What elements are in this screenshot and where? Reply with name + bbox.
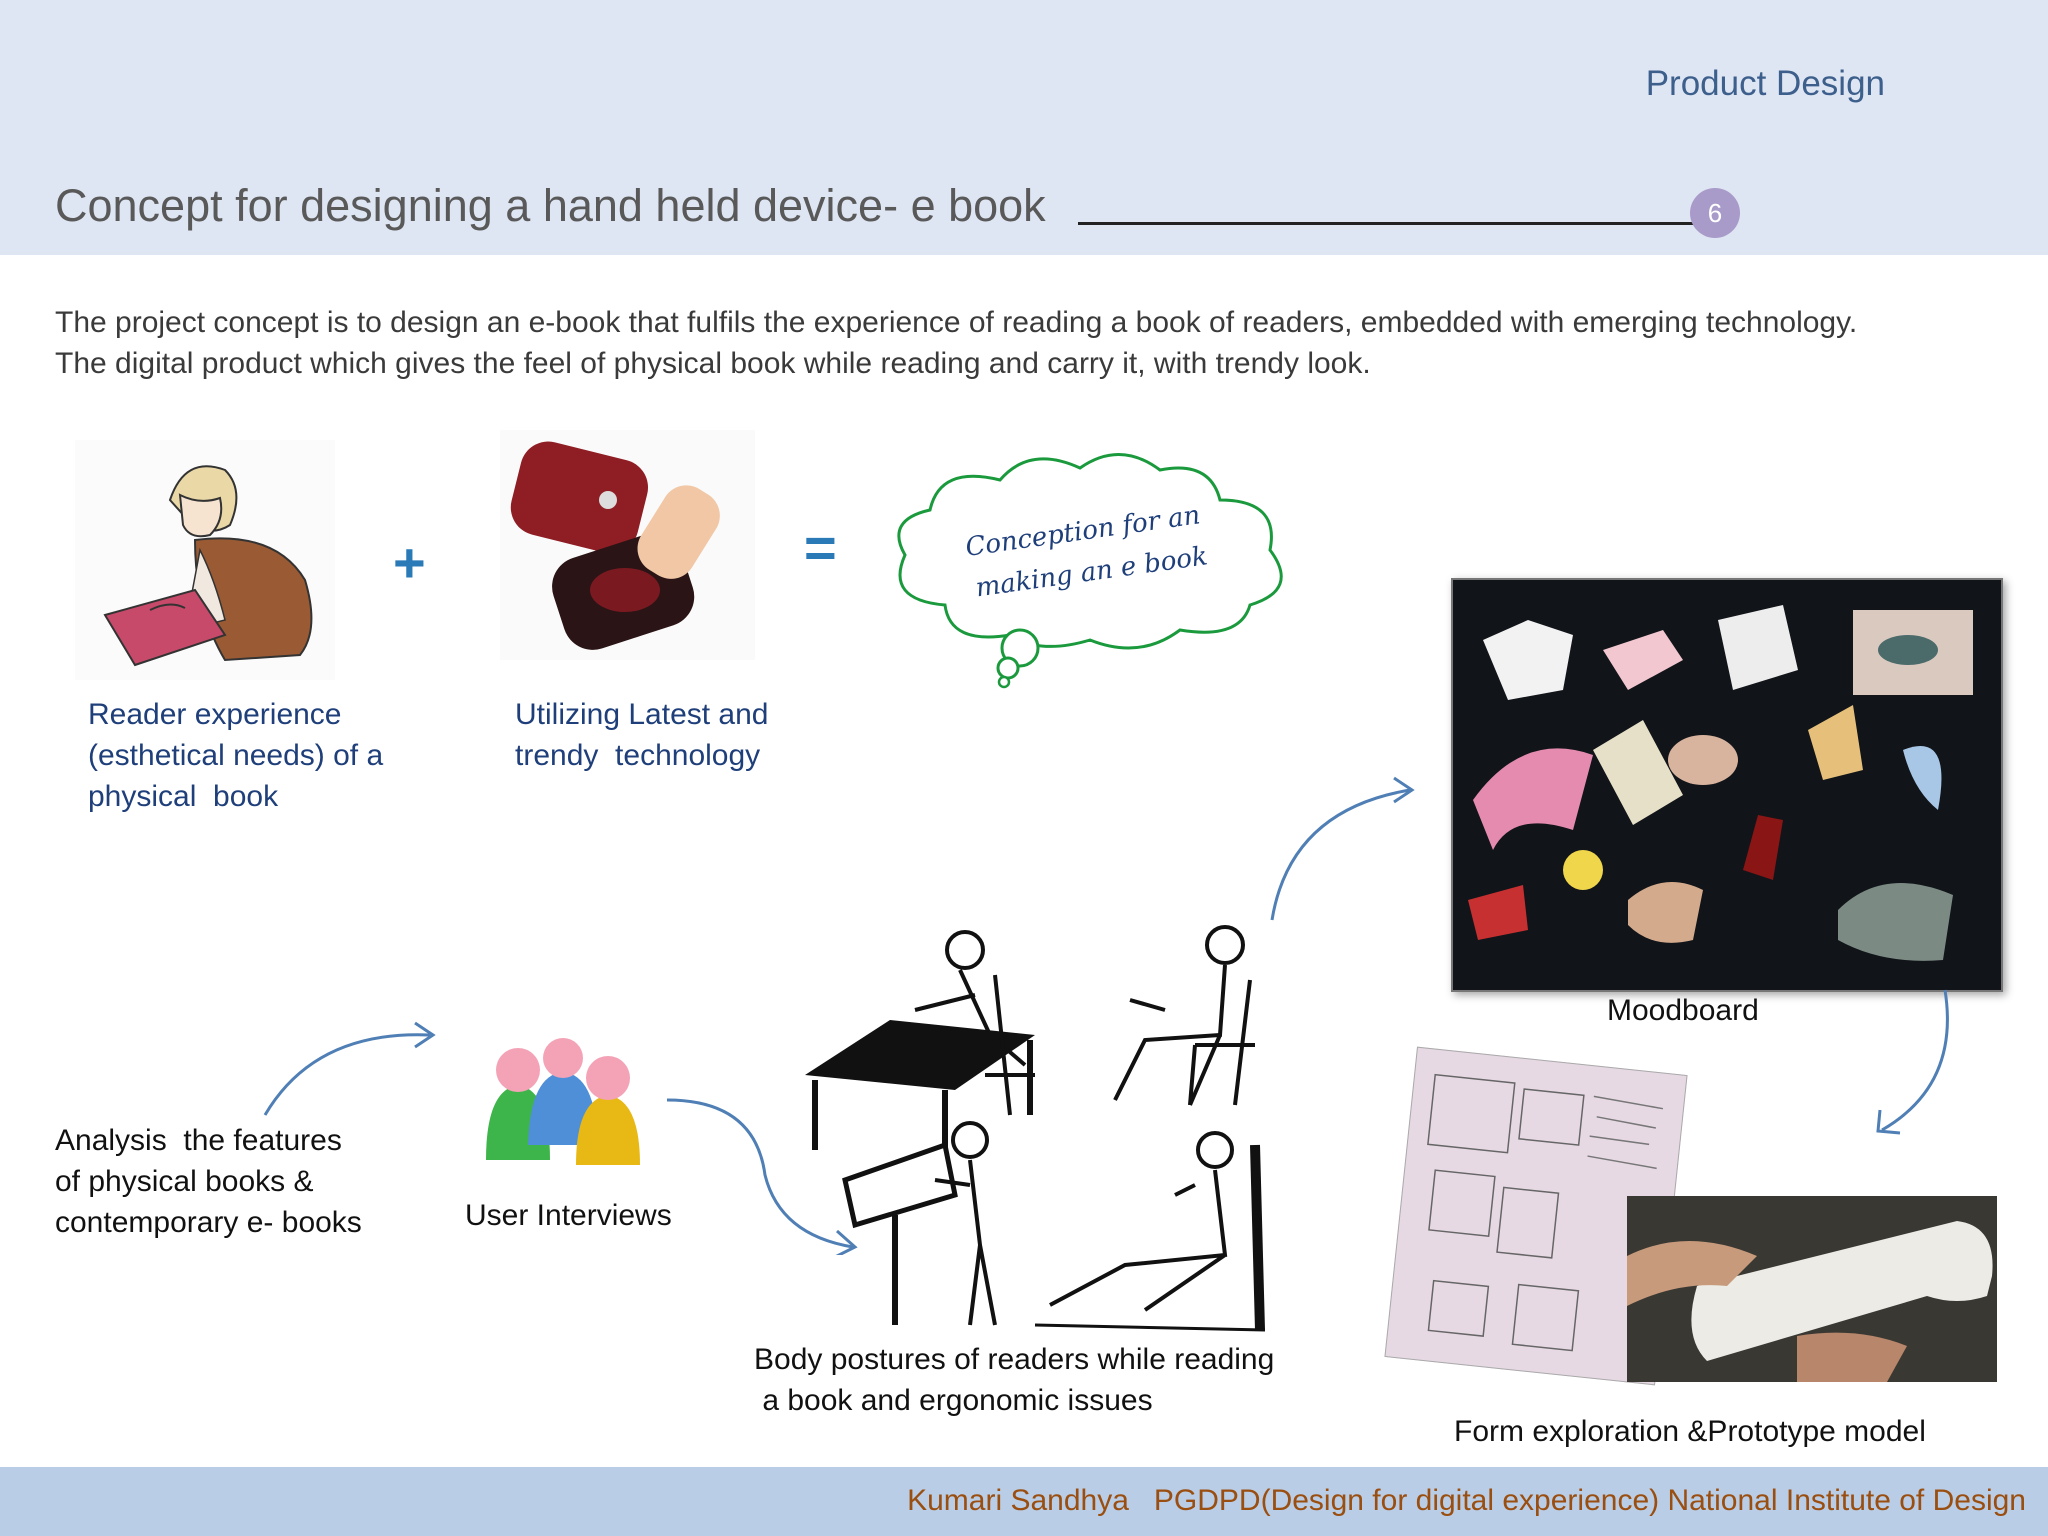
analysis-caption: Analysis the features of physical books … — [55, 1120, 362, 1243]
footer-band — [0, 1467, 2048, 1536]
postures-line-1: Body postures of readers while reading — [754, 1343, 1275, 1376]
arrow-to-postures — [666, 1098, 858, 1255]
tech-caption-line-2: trendy technology — [515, 739, 761, 772]
tech-caption-line-1: Utilizing Latest and — [515, 698, 769, 731]
moodboard-caption: Moodboard — [1607, 994, 1759, 1027]
analysis-line-2: of physical books & — [55, 1165, 314, 1198]
postures-line-2: a book and ergonomic issues — [754, 1384, 1153, 1417]
arrow-to-prototype — [1876, 989, 1949, 1135]
page-number-badge: 6 — [1690, 188, 1740, 238]
prototype-caption: Form exploration &Prototype model — [1454, 1415, 1926, 1448]
sketch-drawings — [1427, 1073, 1664, 1352]
form-sketch-sheet — [1384, 1046, 1688, 1386]
postures-caption: Body postures of readers while reading a… — [754, 1339, 1274, 1421]
intro-line-2: The digital product which gives the feel… — [55, 347, 1371, 380]
prototype-device — [1627, 1196, 1997, 1382]
reader-caption-line-3: physical book — [88, 780, 279, 813]
intro-paragraph: The project concept is to design an e-bo… — [55, 302, 1993, 384]
reader-illustration — [75, 440, 335, 680]
users-group-icon — [486, 1038, 640, 1165]
plus-operator: + — [393, 531, 426, 594]
device-photo — [500, 430, 755, 660]
prototype-photo — [1627, 1196, 1997, 1382]
reader-caption-line-2: (esthetical needs) of a — [88, 739, 384, 772]
analysis-line-1: Analysis the features — [55, 1124, 342, 1157]
slide-title: Concept for designing a hand held device… — [55, 180, 1046, 231]
intro-line-1: The project concept is to design an e-bo… — [55, 306, 1858, 339]
section-label: Product Design — [1645, 64, 1885, 103]
interviews-caption: User Interviews — [465, 1199, 672, 1232]
moodboard-image — [1451, 578, 2003, 992]
posture-sketches — [805, 925, 1266, 1332]
thought-cloud: Conception for an making an e book — [897, 453, 1283, 689]
analysis-line-3: contemporary e- books — [55, 1206, 362, 1239]
arrow-to-moodboard — [1270, 776, 1415, 921]
reader-caption: Reader experience (esthetical needs) of … — [88, 694, 383, 817]
reader-caption-line-1: Reader experience — [88, 698, 342, 731]
equals-operator: = — [804, 516, 837, 579]
moodboard-collage — [1468, 605, 1973, 961]
footer-credit: Kumari Sandhya PGDPD(Design for digital … — [907, 1484, 2026, 1517]
arrow-to-interviews — [263, 1021, 436, 1116]
tech-caption: Utilizing Latest and trendy technology — [515, 694, 768, 776]
title-underline — [1078, 222, 1696, 225]
